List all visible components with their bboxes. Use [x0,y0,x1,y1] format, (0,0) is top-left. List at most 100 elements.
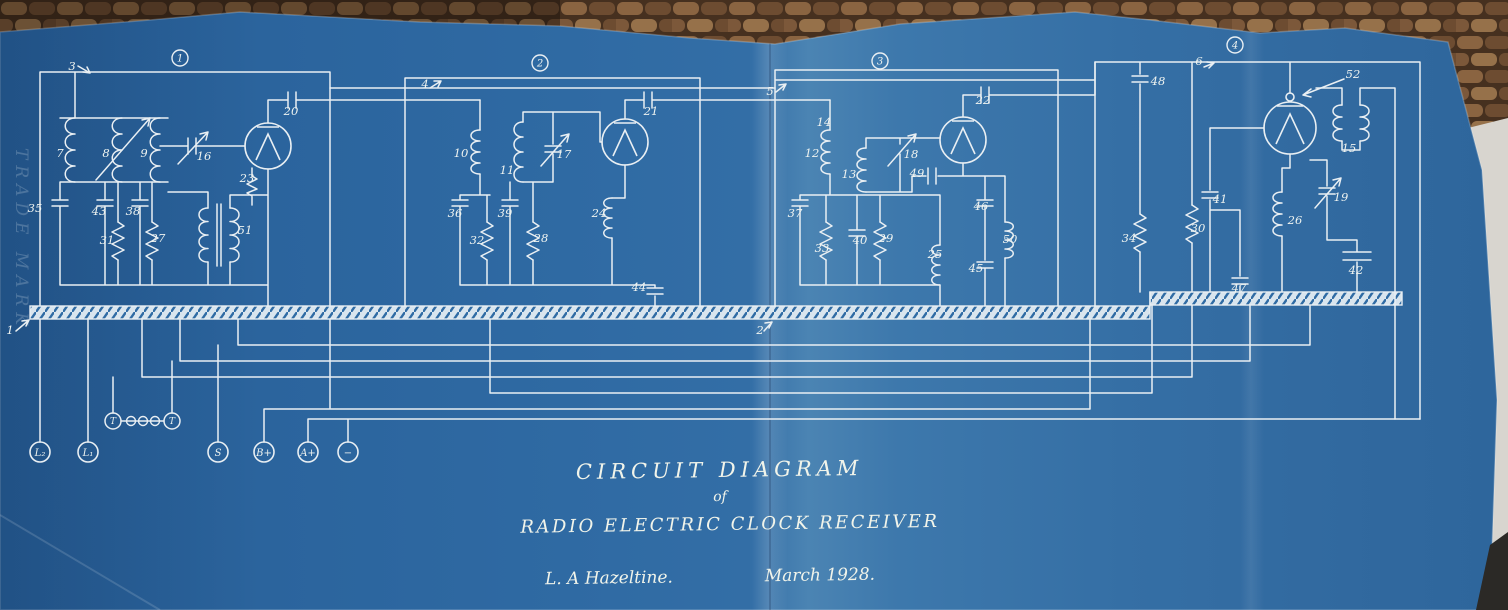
component-label-10: 10 [454,146,469,160]
component-label-14: 14 [817,115,832,129]
circuit-lines [15,61,1421,443]
fold-crease-right [1240,12,1264,610]
component-label-3: 3 [68,59,75,73]
component-label-7: 7 [56,146,64,160]
filament-tap-terminal: T [163,412,181,430]
component-label-42: 42 [1348,263,1364,277]
component-label-6: 6 [1195,54,1202,68]
component-label-44: 44 [631,280,647,294]
component-label-4: 4 [420,77,428,91]
stage-badge-circle [1226,36,1244,54]
shadow-corner [1476,532,1508,610]
component-label-48: 48 [1150,74,1166,88]
svg-text:A+: A+ [299,448,316,459]
component-label-24: 24 [591,206,607,220]
bus-bar [29,291,1403,320]
component-label-49: 49 [909,166,925,180]
component-label-30: 30 [1191,221,1206,235]
stage-badge-circle [531,54,549,72]
component-label-38: 38 [126,204,141,218]
rheostat-loop [149,415,161,427]
tube-3 [939,116,987,164]
component-label-25: 25 [927,247,943,261]
component-label-36: 36 [448,206,463,220]
component-label-45: 45 [968,261,984,275]
component-label-41: 41 [1212,192,1228,206]
tube-electrodes [255,105,1305,161]
component-label-17: 17 [557,147,572,161]
svg-text:S: S [215,448,222,459]
svg-text:−: − [344,448,352,459]
terminal-B-plus: B+ [253,441,275,463]
component-label-2: 2 [755,323,763,337]
corner-crease [0,514,161,610]
component-label-1: 1 [6,323,13,337]
arrow-marks [15,61,1345,332]
terminal-L1: L₁ [77,441,99,463]
component-label-50: 50 [1003,232,1018,246]
component-label-26: 26 [1287,213,1303,227]
stage-badge-circle [171,49,189,67]
component-label-29: 29 [878,231,894,245]
tube-1 [244,122,292,170]
tube-2 [601,118,649,166]
terminal-L2: L₂ [29,441,51,463]
shading-left [0,12,260,610]
stage-badge-number: 2 [536,59,543,70]
component-label-34: 34 [1122,231,1137,245]
component-label-5: 5 [766,84,773,98]
rheostat-loop [125,415,137,427]
component-label-11: 11 [500,163,515,177]
component-label-32: 32 [470,233,485,247]
stage-badge-circle [871,52,889,70]
diagram-title: CIRCUIT DIAGRAM [575,455,864,485]
component-label-43: 43 [91,204,107,218]
terminal-minus: − [337,441,359,463]
terminal-A-plus: A+ [297,441,319,463]
diagram-subtitle-of: of [713,488,727,506]
terminal-S: S [207,441,229,463]
component-label-9: 9 [140,146,147,160]
component-label-21: 21 [643,104,659,118]
component-label-46: 46 [973,199,989,213]
date-signature: March 1928. [764,564,876,587]
stage-badge-number: 3 [877,57,883,68]
title-block: CIRCUIT DIAGRAM of RADIO ELECTRIC CLOCK … [519,455,939,538]
component-label-47: 47 [1231,281,1247,295]
component-label-16: 16 [197,149,212,163]
tube-symbols [244,92,1317,170]
component-label-13: 13 [842,167,857,181]
component-label-52: 52 [1346,67,1361,81]
stage-badge-number: 4 [1231,41,1238,52]
svg-text:T: T [110,417,117,427]
tube-4 [1263,101,1317,155]
filament-tap-terminal: T [104,412,122,430]
component-label-23: 23 [239,171,255,185]
component-label-15: 15 [1342,141,1357,155]
stage-badge-number: 1 [177,54,183,65]
component-label-20: 20 [283,104,299,118]
author-signature: L. A Hazeltine. [544,567,674,590]
component-label-37: 37 [788,206,803,220]
rheostat-loop [137,415,149,427]
component-label-33: 33 [815,241,830,255]
trade-mark-watermark: TRADE MARK [11,148,31,331]
component-label-28: 28 [533,231,549,245]
component-label-35: 35 [28,201,43,215]
component-label-8: 8 [102,146,109,160]
terminals-layer: L₂ L₁ S B+ A+ − T T [29,412,359,463]
component-label-19: 19 [1334,190,1349,204]
component-label-27: 27 [150,231,166,245]
component-label-22: 22 [975,93,991,107]
component-label-18: 18 [904,147,919,161]
component-label-51: 51 [238,223,253,237]
component-label-31: 31 [100,233,115,247]
tube-4-grid-cap [1285,92,1295,102]
svg-text:L₂: L₂ [34,448,46,459]
component-label-39: 39 [498,206,513,220]
svg-text:T: T [169,417,176,427]
component-label-40: 40 [852,233,868,247]
